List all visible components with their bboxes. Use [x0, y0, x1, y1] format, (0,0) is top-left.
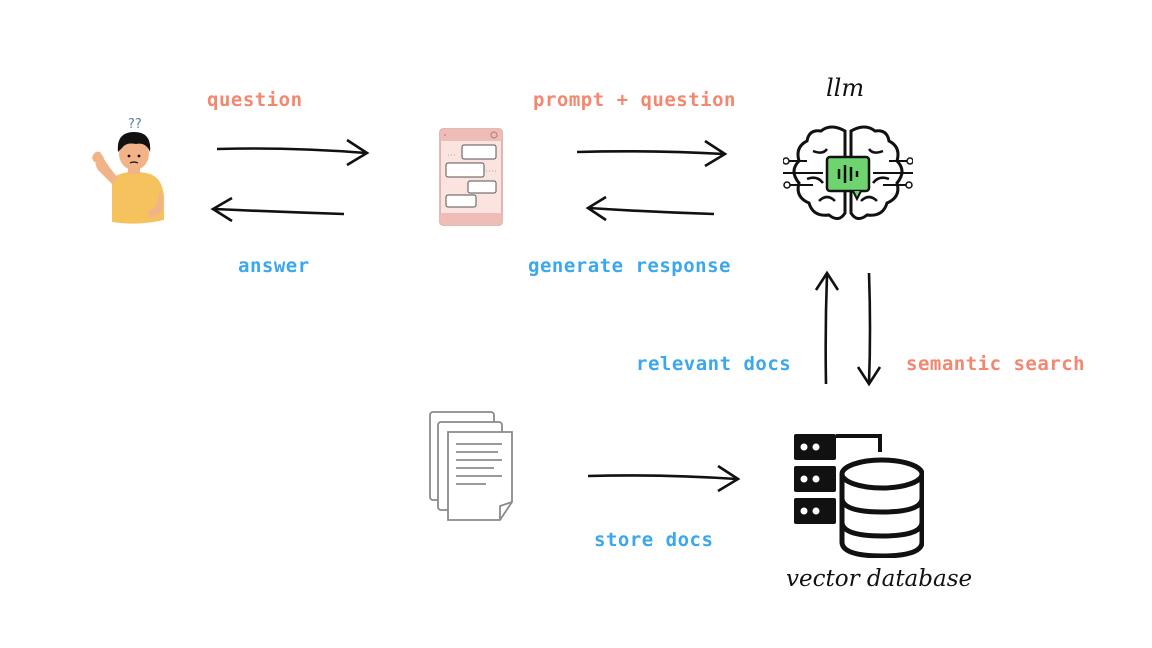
arrow-store-docs [587, 464, 741, 493]
documents-icon [429, 411, 513, 521]
user-node: ?? [88, 112, 172, 228]
arrow-relevant-docs [814, 270, 840, 385]
documents-node [426, 410, 520, 524]
arrow-semantic-search [856, 272, 882, 387]
label-question: question [207, 89, 303, 111]
confused-person-icon: ?? [92, 117, 164, 224]
label-answer: answer [238, 255, 310, 277]
label-store-docs: store docs [594, 529, 714, 551]
label-generate-response: generate response [528, 255, 731, 277]
brain-chip-icon [783, 125, 913, 220]
chat-app-node [438, 127, 504, 227]
label-relevant-docs: relevant docs [636, 353, 792, 375]
vector-database-node [792, 432, 924, 558]
arrow-answer [210, 196, 345, 223]
vector-database-title: vector database [786, 566, 973, 592]
arrow-prompt-question [576, 139, 728, 168]
svg-text:??: ?? [128, 117, 142, 132]
arrow-generate-response [585, 195, 715, 222]
label-semantic-search: semantic search [906, 353, 1086, 375]
llm-title: llm [826, 74, 865, 102]
llm-node [783, 121, 913, 225]
label-prompt-question: prompt + question [533, 89, 736, 111]
chat-window-icon [439, 128, 503, 226]
arrow-question [216, 138, 370, 167]
database-server-icon [794, 434, 924, 558]
